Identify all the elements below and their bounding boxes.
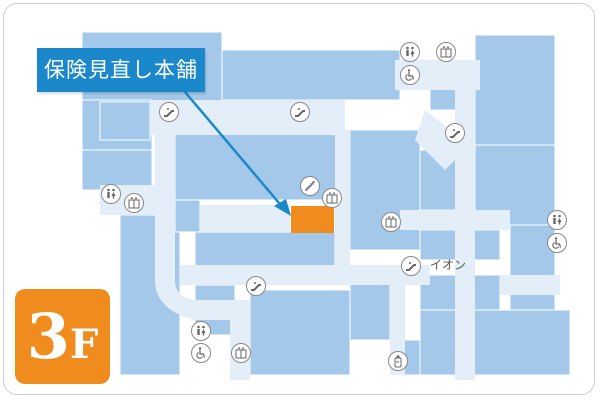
store-callout[interactable]: 保険見直し本舗 (37, 48, 205, 92)
aeon-label: イオン (430, 258, 467, 272)
restroom-icon[interactable] (400, 42, 420, 62)
accessible-restroom-icon[interactable] (191, 343, 211, 363)
highlighted-store (291, 206, 334, 233)
accessible-restroom-icon[interactable] (547, 233, 567, 253)
elevator-icon[interactable] (231, 343, 251, 363)
escalator-icon[interactable] (246, 276, 266, 296)
floor-number: 3 (26, 300, 70, 373)
restroom-icon[interactable] (191, 321, 211, 341)
stairs-icon[interactable] (300, 176, 320, 196)
elevator-icon[interactable] (124, 193, 144, 213)
escalator-icon[interactable] (401, 256, 421, 276)
elevator-icon[interactable] (381, 212, 401, 232)
restroom-icon[interactable] (547, 210, 567, 230)
elevator-icon[interactable] (436, 42, 456, 62)
elevator-icon[interactable] (322, 188, 342, 208)
restroom-icon[interactable] (101, 184, 121, 204)
accessible-restroom-icon[interactable] (400, 65, 420, 85)
escalator-icon[interactable] (159, 102, 179, 122)
floor-suffix: F (69, 321, 99, 368)
floor-badge: 3F (15, 289, 110, 384)
escalator-icon[interactable] (445, 123, 465, 143)
baby-room-icon[interactable] (388, 351, 408, 371)
escalator-icon[interactable] (290, 102, 310, 122)
